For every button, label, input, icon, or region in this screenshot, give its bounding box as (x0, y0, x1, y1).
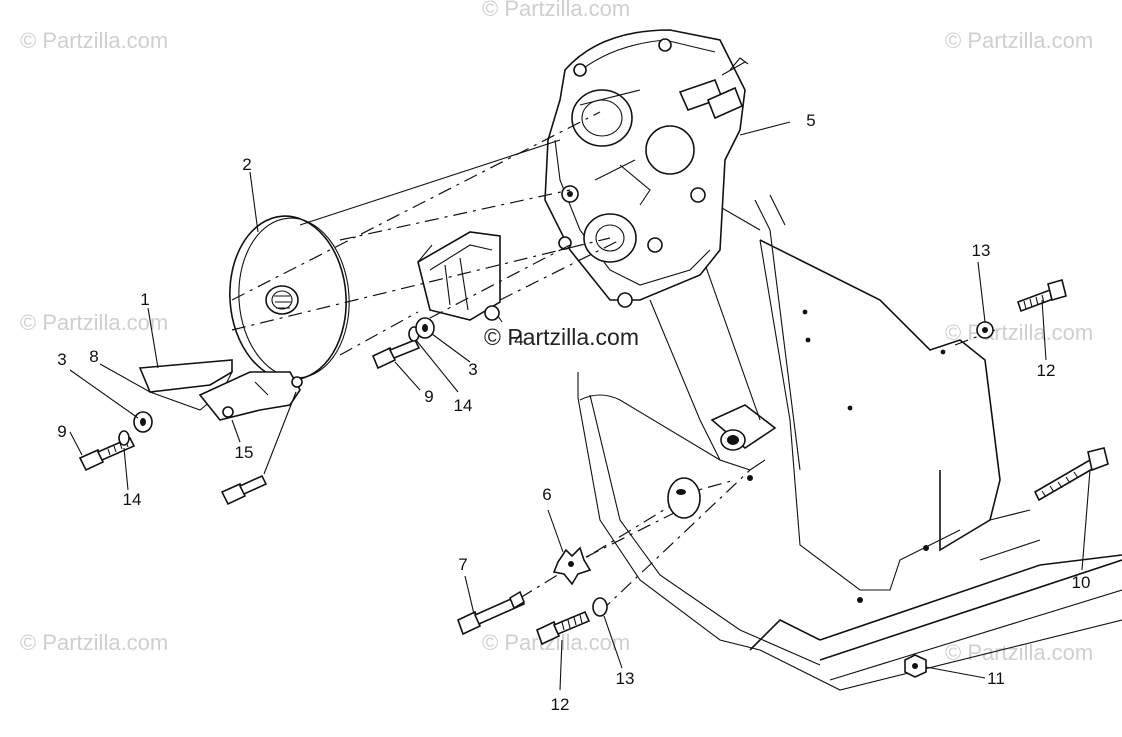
callout-12: 12 (1037, 361, 1056, 380)
washer-plate (667, 477, 701, 519)
callout-14: 14 (454, 396, 473, 415)
assembly-lines (231, 89, 996, 613)
watermark: © Partzilla.com (20, 310, 168, 335)
bolt-part-7 (457, 590, 526, 636)
bolt-part-12 (1016, 279, 1067, 313)
bolt-lower (220, 474, 268, 506)
callout-3: 3 (468, 360, 477, 379)
hardware (78, 279, 1109, 678)
callout-6: 6 (542, 485, 551, 504)
leader-lines (69, 121, 1091, 691)
nut-part-11 (904, 654, 927, 678)
callout-4: 4 (514, 330, 523, 349)
watermark: © Partzilla.com (20, 28, 168, 53)
callout-numbers: 1 2 3 3 4 5 6 7 8 9 9 10 11 12 12 13 13 … (57, 111, 1090, 714)
watermark-layer: © Partzilla.com © Partzilla.com © Partzi… (20, 0, 1093, 665)
bolt-part-9-center (371, 338, 421, 370)
nut-part-6 (552, 546, 592, 586)
callout-14: 14 (123, 490, 142, 509)
bolt-part-10 (1033, 447, 1109, 502)
lockwasher-part-14 (118, 430, 130, 446)
callout-8: 8 (89, 347, 98, 366)
callout-10: 10 (1072, 573, 1091, 592)
washer-part-13-lower (592, 597, 608, 617)
engine-mount-bracket (417, 231, 501, 321)
bracket-part-1-15 (138, 359, 303, 421)
callout-13: 13 (972, 241, 991, 260)
callout-7: 7 (458, 555, 467, 574)
bolt-part-12-lower (536, 610, 591, 646)
watermark: © Partzilla.com (945, 640, 1093, 665)
callout-1: 1 (140, 290, 149, 309)
callout-3: 3 (57, 350, 66, 369)
watermark-center: © Partzilla.com (484, 324, 639, 350)
callout-11: 11 (987, 669, 1005, 688)
watermark: © Partzilla.com (20, 630, 168, 655)
sheave-part-2 (229, 215, 350, 381)
gearcase-part-5 (544, 29, 749, 308)
callout-15: 15 (235, 443, 254, 462)
callout-9: 9 (57, 422, 66, 441)
watermark: © Partzilla.com (945, 320, 1093, 345)
callout-12: 12 (551, 695, 570, 714)
callout-5: 5 (806, 111, 815, 130)
watermark: © Partzilla.com (945, 28, 1093, 53)
callout-2: 2 (242, 155, 251, 174)
watermark: © Partzilla.com (482, 0, 630, 21)
callout-9: 9 (424, 387, 433, 406)
chassis-frame (577, 194, 1122, 691)
callout-13: 13 (616, 669, 635, 688)
